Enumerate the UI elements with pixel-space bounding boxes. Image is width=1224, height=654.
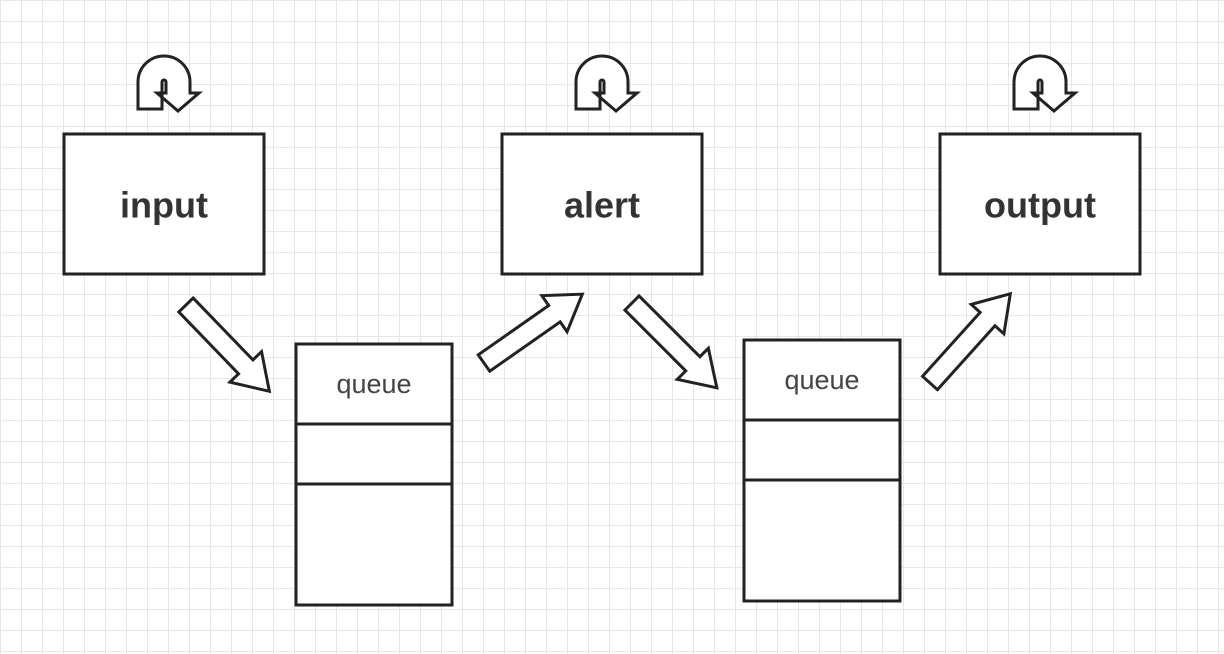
- alert-node-label: alert: [564, 185, 640, 226]
- output-node: output: [938, 132, 1142, 276]
- input-self-loop-icon: [136, 54, 204, 113]
- queue-2: queue: [742, 338, 902, 603]
- queue-1-label: queue: [336, 369, 411, 399]
- arrow-input-to-queue-1-icon: [176, 295, 272, 394]
- queue-2-label: queue: [784, 365, 859, 395]
- arrow-queue-1-to-alert-icon: [476, 292, 585, 374]
- output-self-loop-icon: [1012, 54, 1080, 113]
- alert-node: alert: [500, 132, 704, 276]
- arrow-queue-2-to-output-icon: [920, 291, 1013, 392]
- alert-self-loop-icon: [574, 54, 642, 113]
- output-node-label: output: [984, 185, 1096, 226]
- queue-1: queue: [294, 342, 454, 607]
- arrow-alert-to-queue-2-icon: [622, 293, 719, 390]
- input-node: input: [62, 132, 266, 276]
- input-node-label: input: [120, 185, 208, 226]
